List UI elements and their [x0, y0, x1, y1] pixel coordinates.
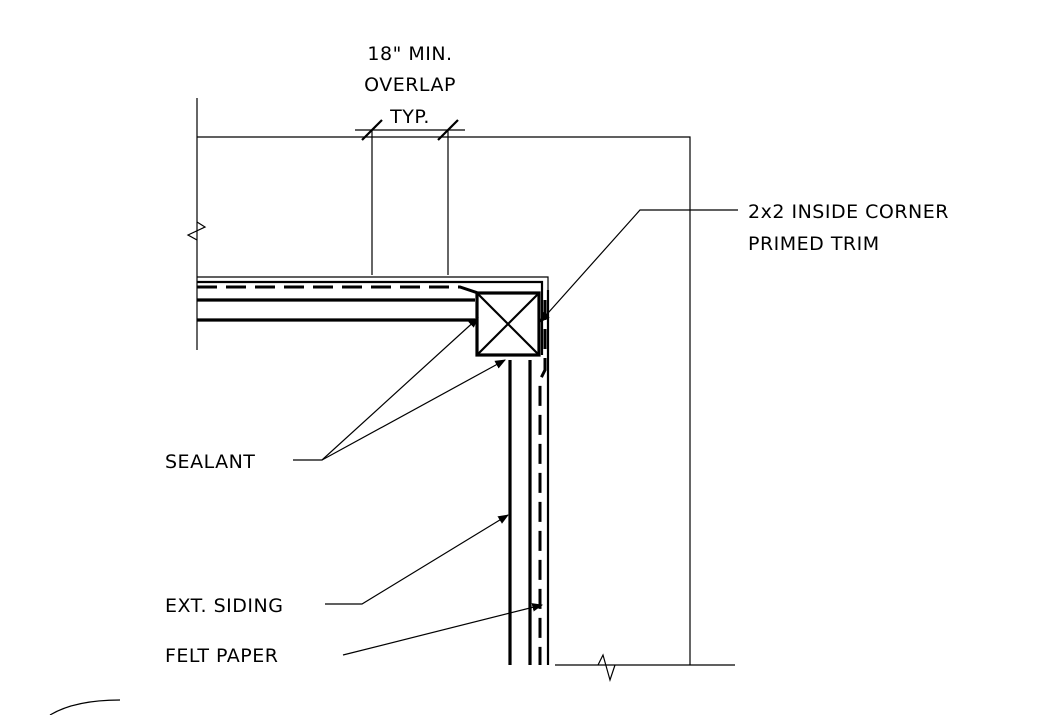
overlap-label-line2: OVERLAP	[364, 74, 456, 96]
ext-siding-leader	[325, 514, 509, 605]
overlap-label-line3: TYP.	[389, 106, 430, 128]
sealant-label: SEALANT	[165, 451, 255, 473]
corner-trim-label-line2: PRIMED TRIM	[748, 233, 880, 255]
break-symbols	[186, 221, 616, 683]
corner-trim-leader	[539, 209, 738, 323]
overlap-label-line1: 18" MIN.	[367, 43, 452, 65]
ext-siding-label: EXT. SIDING	[165, 595, 283, 617]
corner-trim-label-line1: 2x2 INSIDE CORNER	[748, 201, 949, 223]
felt-paper-label: FELT PAPER	[165, 645, 278, 667]
break-symbol-bottom	[597, 653, 616, 683]
detail-bubble-partial	[49, 699, 121, 716]
corner-trim-block	[475, 291, 541, 357]
break-symbol-left	[186, 221, 207, 241]
overlap-dimension	[355, 119, 465, 275]
horizontal-siding	[197, 280, 544, 355]
sealant-leaders	[293, 317, 506, 461]
vertical-siding	[508, 290, 550, 665]
felt-paper-leader	[342, 603, 544, 656]
